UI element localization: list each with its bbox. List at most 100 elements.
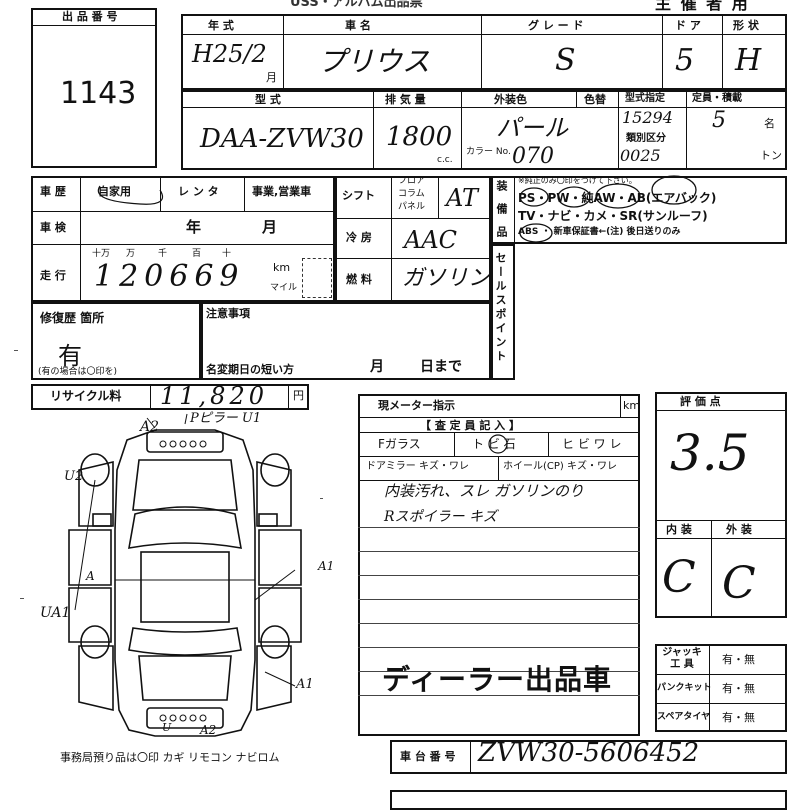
- exterior-label: 外 装: [726, 523, 752, 536]
- dealer-stamp: ディーラー出品車: [382, 663, 613, 696]
- lot-number: 1143: [60, 76, 137, 111]
- inspector-label: 【 査 定 員 記 入 】: [420, 419, 520, 432]
- mileage-digit-100k: 十万: [92, 249, 111, 259]
- shift-panel: パネル: [398, 202, 426, 212]
- color-change-label: 色替: [584, 93, 606, 106]
- car-name-value: プリウス: [318, 45, 431, 78]
- mileage-digit-10k: 万: [126, 249, 136, 259]
- puncture-kit-label: パンクキット: [657, 683, 712, 693]
- shift-label: シフト: [342, 189, 375, 202]
- wheel-label: ホイール(CP) キズ・ワレ: [503, 461, 617, 472]
- fuel-label: 燃 料: [346, 273, 372, 286]
- name-label: 車 名: [345, 19, 371, 32]
- fuel-value: ガソリン: [402, 266, 491, 291]
- history-rental: レ ン タ: [178, 185, 219, 198]
- mark-u-rear: U: [162, 721, 172, 734]
- shape-label: 形 状: [733, 19, 759, 32]
- exterior-grade: C: [722, 558, 756, 609]
- ruibetsu-value: 0025: [620, 146, 661, 165]
- top-faint-title: USS・アルバム出品票: [290, 0, 423, 10]
- shift-column: コラム: [398, 189, 425, 199]
- mileage-digit-100: 百: [192, 249, 202, 259]
- shaken-label: 車 検: [40, 221, 66, 234]
- recycle-label: リサイクル料: [50, 389, 122, 403]
- history-business: 事業,営業車: [252, 185, 312, 198]
- meter-label: 現メーター指示: [378, 399, 455, 412]
- ruibetsu-label: 類別区分: [626, 133, 666, 144]
- door-label: ド ア: [675, 19, 701, 32]
- shift-value: AT: [446, 184, 479, 212]
- shaken-year: 年: [186, 218, 202, 236]
- history-box: [31, 176, 335, 302]
- jack-label: ジャッキ 工 具: [662, 647, 702, 670]
- grade-label: グ レ ー ド: [528, 19, 584, 32]
- spare-tire-choice: 有・無: [722, 711, 755, 724]
- cc-unit: c.c.: [437, 155, 453, 165]
- grade-value: S: [555, 43, 576, 78]
- car-body-diagram: [68, 413, 302, 737]
- score-label: 評 価 点: [680, 395, 721, 408]
- shaken-month: 月: [262, 218, 278, 236]
- crack-label: ヒ ビ ワ レ: [562, 437, 622, 451]
- displacement-label: 排 気 量: [385, 93, 426, 106]
- vehicle-row-1: [181, 14, 787, 90]
- mark-ua1-left: UA1: [40, 605, 71, 621]
- equipment-note: ※純正のみ〇印をつけて下さい。: [518, 176, 637, 185]
- recycle-value: 11,820: [160, 382, 268, 410]
- repair-value: 有: [58, 342, 82, 370]
- mark-a1-right: A1: [318, 559, 335, 573]
- equipment-line-1: PS・PW・純AW・AB(エアバック): [518, 191, 717, 205]
- sales-point-column: [491, 244, 515, 380]
- mileage-value: 120669: [94, 259, 245, 294]
- puncture-kit-choice: 有・無: [722, 682, 755, 695]
- history-private: 自家用: [98, 185, 131, 198]
- equipment-line-3: ABS ・ 新車保証書←(注) 後日送りのみ: [518, 227, 681, 237]
- mileage-digit-1k: 千: [158, 249, 168, 259]
- inspector-comment-1: 内装汚れ、スレ ガソリンのり: [384, 482, 584, 500]
- color-number-label: カラー No.: [466, 147, 511, 157]
- spare-tire-label: スペアタイヤ: [657, 712, 711, 722]
- recycle-yen: 円: [293, 389, 304, 402]
- notice-label: 注意事項: [206, 307, 250, 320]
- capacity-unit: 名: [764, 117, 775, 130]
- year-value: H25/2: [192, 40, 267, 68]
- chassis-label: 車 台 番 号: [400, 750, 456, 763]
- interior-grade: C: [662, 552, 696, 603]
- exterior-color-label: 外装色: [494, 93, 527, 106]
- katashiki-value: 15294: [622, 108, 673, 127]
- inspector-comment-2: Rスポイラー キズ: [384, 509, 497, 525]
- exterior-color-value: パール: [496, 114, 568, 142]
- shape-value: H: [735, 43, 762, 78]
- footer-items: 事務局預り品は〇印 カギ リモコン ナビロム: [60, 751, 280, 764]
- lot-number-box: [31, 8, 157, 168]
- mirror-label: ドアミラー キズ・ワレ: [366, 461, 469, 472]
- capacity-label: 定員・積載: [692, 93, 742, 104]
- equipment-box: [491, 176, 787, 244]
- usage-title: 主 催 者 用: [655, 0, 750, 13]
- score-value: 3.5: [670, 424, 750, 482]
- mark-pillar: Pピラー U1: [190, 411, 262, 426]
- aircon-value: AAC: [404, 226, 458, 254]
- bottom-table-edge: [390, 790, 787, 810]
- jack-choice: 有・無: [722, 653, 755, 666]
- year-label: 年 式: [208, 19, 234, 32]
- mile-unit: マイル: [270, 283, 298, 293]
- capacity-value: 5: [712, 108, 726, 133]
- model-value: DAA-ZVW30: [200, 124, 364, 154]
- displacement-value: 1800: [386, 122, 453, 152]
- comment-lines: [358, 504, 640, 714]
- door-value: 5: [675, 43, 695, 78]
- mileage-digit-10: 十: [222, 249, 232, 259]
- notice-day: 日まで: [420, 359, 462, 375]
- equipment-line-2: TV・ナビ・カメ・SR(サンルーフ): [518, 209, 708, 223]
- aircon-label: 冷 房: [346, 231, 372, 244]
- mark-a2-top: A2: [140, 419, 160, 435]
- shift-floor: フロア: [398, 176, 426, 186]
- chassis-box: [390, 740, 787, 774]
- recycle-box: [31, 384, 309, 410]
- model-label: 型 式: [255, 93, 281, 106]
- equipment-label: 装 備 品: [495, 180, 508, 241]
- year-month-suffix: 月: [266, 71, 277, 84]
- mark-a2-rear: A2: [200, 723, 217, 737]
